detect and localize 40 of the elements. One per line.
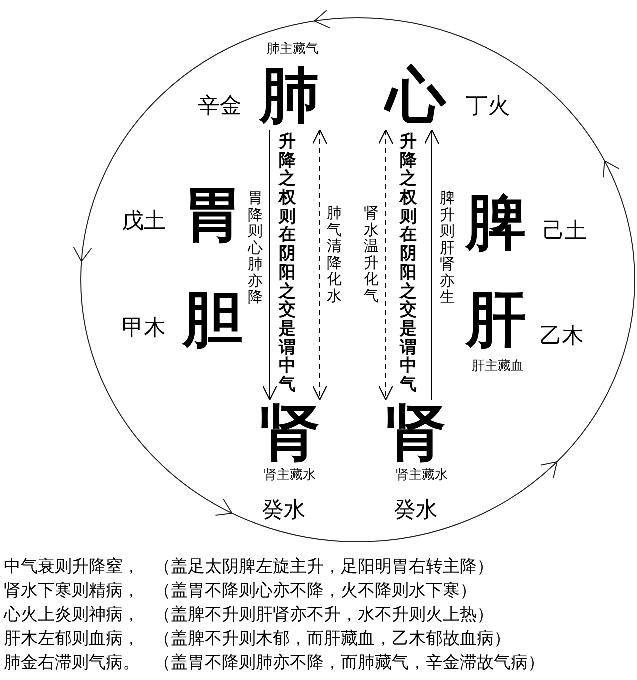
organ-note: 肾主藏水 [395, 467, 449, 485]
organ-character: 脾 [460, 188, 532, 258]
vertical-text: 肾水温升化气 [364, 205, 379, 304]
element-label: 癸水 [262, 497, 306, 525]
explanation-line: （盖脾不升则肝肾亦不升，水不升则火上热） [154, 604, 495, 626]
element-label: 辛金 [198, 93, 242, 121]
vertical-text: 脾升则肝肾亦生 [440, 190, 455, 306]
explanation-line: （盖脾不升则木郁，而肝藏血，乙木郁故血病） [154, 628, 512, 650]
organ-character: 肺 [255, 62, 325, 130]
verse-line: 肝木左郁则血病， [4, 628, 141, 650]
explanation-line: （盖胃不降则肺亦不降，而肺藏气，辛金滞故气病） [154, 652, 545, 674]
vertical-text: 升降之权则在阴阳之交是谓中气 [400, 133, 417, 395]
organ-character: 肾 [378, 400, 454, 466]
element-label: 丁火 [466, 93, 510, 121]
verse-line: 肾水下寒则精病， [4, 580, 141, 602]
element-label: 乙木 [540, 323, 584, 351]
element-label: 戊土 [122, 208, 166, 236]
organ-note: 肝主藏血 [471, 358, 525, 376]
organ-character: 肝 [460, 285, 532, 355]
vertical-text: 肺气清降化水 [327, 205, 342, 304]
organ-character: 肾 [255, 400, 325, 466]
organ-character: 胃 [178, 180, 248, 250]
explanation-line: （盖足太阴脾左旋主升，足阳明胃右转主降） [154, 556, 495, 578]
verse-line: 中气衰则升降窒， [4, 556, 141, 578]
arrow [262, 130, 278, 401]
element-label: 癸水 [394, 497, 438, 525]
vertical-text: 胃降则心肺亦降 [248, 190, 263, 306]
organ-note: 肺主藏气 [266, 41, 320, 59]
vertical-text: 升降之权则在阴阳之交是谓中气 [279, 133, 296, 395]
explanation-line: （盖胃不降则心亦不降，火不降则水下寒） [154, 580, 478, 602]
organ-note: 肾主藏水 [263, 467, 317, 485]
organ-character: 胆 [178, 285, 248, 355]
double-arrow [378, 129, 394, 401]
arrow [424, 129, 440, 400]
verse-line: 心火上炎则神病， [4, 604, 141, 626]
element-label: 己土 [543, 218, 587, 246]
double-arrow [312, 129, 328, 401]
element-label: 甲木 [122, 315, 166, 343]
organ-character: 心 [378, 62, 454, 130]
verse-line: 肺金右滞则气病。 [4, 652, 141, 674]
